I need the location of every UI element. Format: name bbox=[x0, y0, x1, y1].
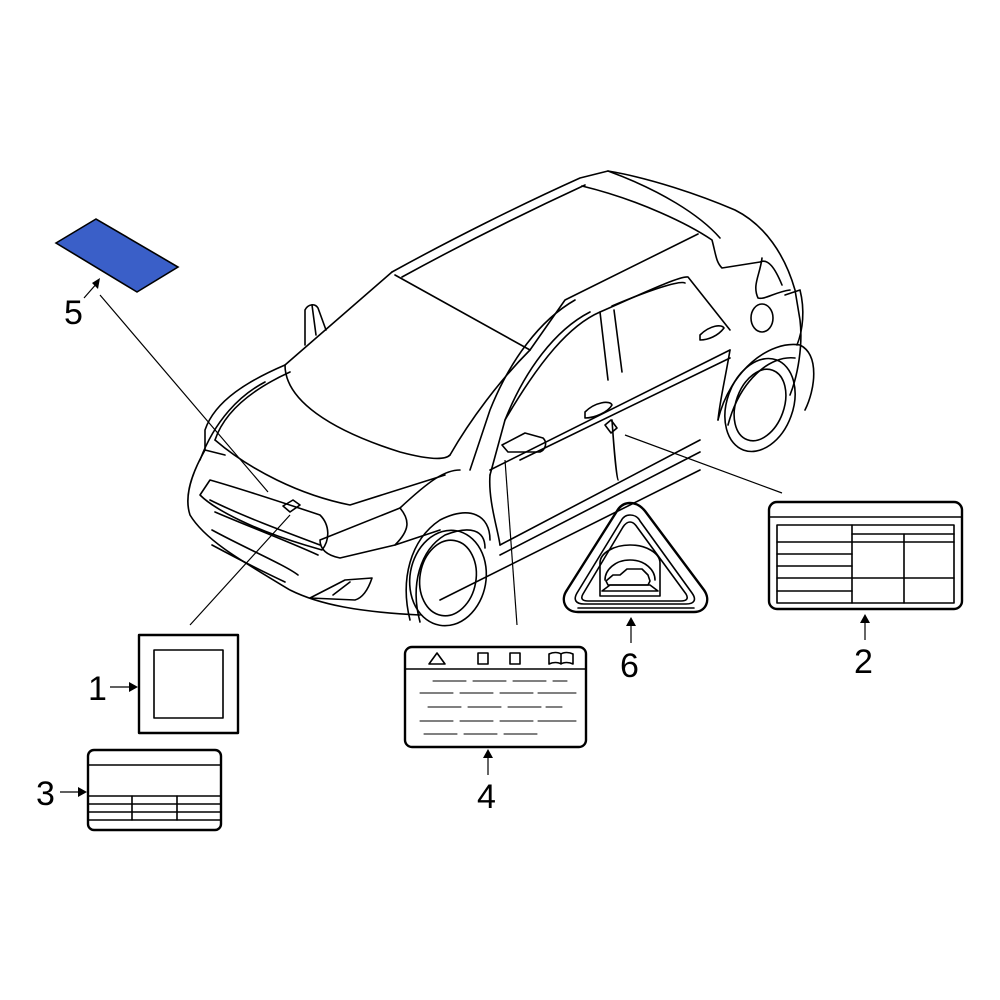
callout-1[interactable]: 1 bbox=[88, 670, 138, 708]
part-3-tabular-label[interactable] bbox=[86, 748, 223, 832]
svg-text:3: 3 bbox=[36, 775, 55, 813]
text-lines bbox=[419, 680, 577, 735]
square-icon bbox=[509, 652, 521, 665]
callout-4[interactable]: 4 bbox=[477, 749, 496, 816]
manual-book-icon bbox=[548, 651, 574, 665]
leader-lines bbox=[99, 294, 783, 626]
part-5-hood-decal[interactable] bbox=[54, 218, 180, 293]
vehicle-outline bbox=[187, 170, 815, 627]
callout-5[interactable]: 5 bbox=[64, 278, 100, 332]
warning-triangle-icon bbox=[428, 652, 446, 665]
part-1-square-label[interactable] bbox=[137, 633, 240, 735]
square-icon bbox=[477, 652, 489, 665]
part-6-triangle-label[interactable] bbox=[562, 501, 709, 614]
callout-6[interactable]: 6 bbox=[620, 617, 639, 685]
svg-text:4: 4 bbox=[477, 778, 496, 816]
svg-text:2: 2 bbox=[854, 643, 873, 681]
svg-text:6: 6 bbox=[620, 647, 639, 685]
callout-2[interactable]: 2 bbox=[854, 614, 873, 681]
callout-3[interactable]: 3 bbox=[36, 775, 87, 813]
part-4-warning-label[interactable] bbox=[403, 645, 588, 749]
part-2-placard-label[interactable] bbox=[767, 500, 964, 611]
svg-text:5: 5 bbox=[64, 294, 83, 332]
svg-text:1: 1 bbox=[88, 670, 107, 708]
